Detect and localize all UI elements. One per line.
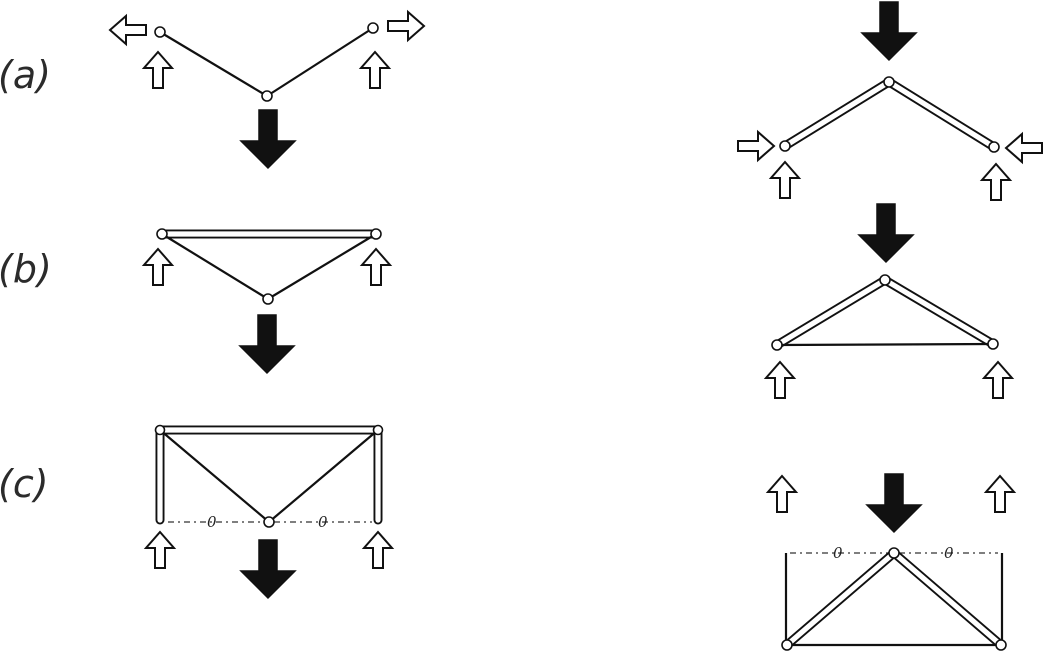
compression-member xyxy=(891,550,1004,648)
vertical-reaction-arrow-icon xyxy=(765,361,795,399)
tension-member xyxy=(267,233,377,300)
joint xyxy=(263,516,275,528)
tension-member xyxy=(266,27,374,97)
vertical-reaction-arrow-icon xyxy=(770,161,800,199)
load-arrow-icon xyxy=(866,473,922,533)
joint xyxy=(781,639,793,651)
joint xyxy=(883,76,895,88)
joint xyxy=(156,228,168,240)
joint xyxy=(771,339,783,351)
diagram-c-portal-frame: 0 0 xyxy=(145,424,393,599)
vertical-reaction-arrow-icon xyxy=(767,475,797,513)
row-label-a: (a) xyxy=(0,53,51,97)
joint xyxy=(261,90,273,102)
load-arrow-icon xyxy=(240,539,296,599)
zero-force-label: 0 xyxy=(833,544,843,562)
tension-member xyxy=(268,429,379,523)
horizontal-reaction-arrow-icon xyxy=(1005,133,1043,163)
compression-member xyxy=(882,277,996,347)
load-arrow-icon xyxy=(858,203,914,263)
vertical-reaction-arrow-icon xyxy=(363,531,393,569)
joint xyxy=(987,338,999,350)
vertical-reaction-arrow-icon xyxy=(143,51,173,89)
vertical-reaction-arrow-icon xyxy=(985,475,1015,513)
load-arrow-icon xyxy=(240,109,296,169)
compression-member xyxy=(784,550,897,648)
diagram-c-hung-frame: 0 0 xyxy=(767,473,1015,651)
horizontal-reaction-arrow-icon xyxy=(387,11,425,41)
load-arrow-icon xyxy=(861,1,917,61)
zero-force-label: 0 xyxy=(318,513,328,531)
tension-member xyxy=(161,233,269,300)
tension-member xyxy=(776,342,994,347)
joint xyxy=(879,274,891,286)
row-label-c: (c) xyxy=(0,462,49,506)
vertical-reaction-arrow-icon xyxy=(983,361,1013,399)
horizontal-reaction-arrow-icon xyxy=(109,15,147,45)
compression-member xyxy=(774,277,888,348)
joint xyxy=(367,22,379,34)
joint xyxy=(154,26,166,38)
joint xyxy=(154,424,166,436)
diagram-a-cable xyxy=(109,11,425,169)
joint xyxy=(988,141,1000,153)
diagram-a-arch xyxy=(737,1,1043,201)
joint xyxy=(262,293,274,305)
diagram-b-triangle-truss xyxy=(765,203,1013,399)
vertical-reaction-arrow-icon xyxy=(981,163,1011,201)
joint xyxy=(888,547,900,559)
tension-member xyxy=(159,429,270,523)
vertical-reaction-arrow-icon xyxy=(145,531,175,569)
joint xyxy=(779,140,791,152)
vertical-reaction-arrow-icon xyxy=(143,248,173,286)
vertical-reaction-arrow-icon xyxy=(360,51,390,89)
load-arrow-icon xyxy=(239,314,295,374)
zero-force-label: 0 xyxy=(207,513,217,531)
vertical-reaction-arrow-icon xyxy=(361,248,391,286)
joint xyxy=(370,228,382,240)
joint xyxy=(372,424,384,436)
joint xyxy=(995,639,1007,651)
zero-force-label: 0 xyxy=(944,544,954,562)
compression-member xyxy=(782,79,892,149)
diagram-b-tied-truss xyxy=(143,228,391,374)
horizontal-reaction-arrow-icon xyxy=(737,131,775,161)
compression-member xyxy=(886,79,997,150)
tension-member xyxy=(159,31,268,97)
row-label-b: (b) xyxy=(0,247,52,291)
